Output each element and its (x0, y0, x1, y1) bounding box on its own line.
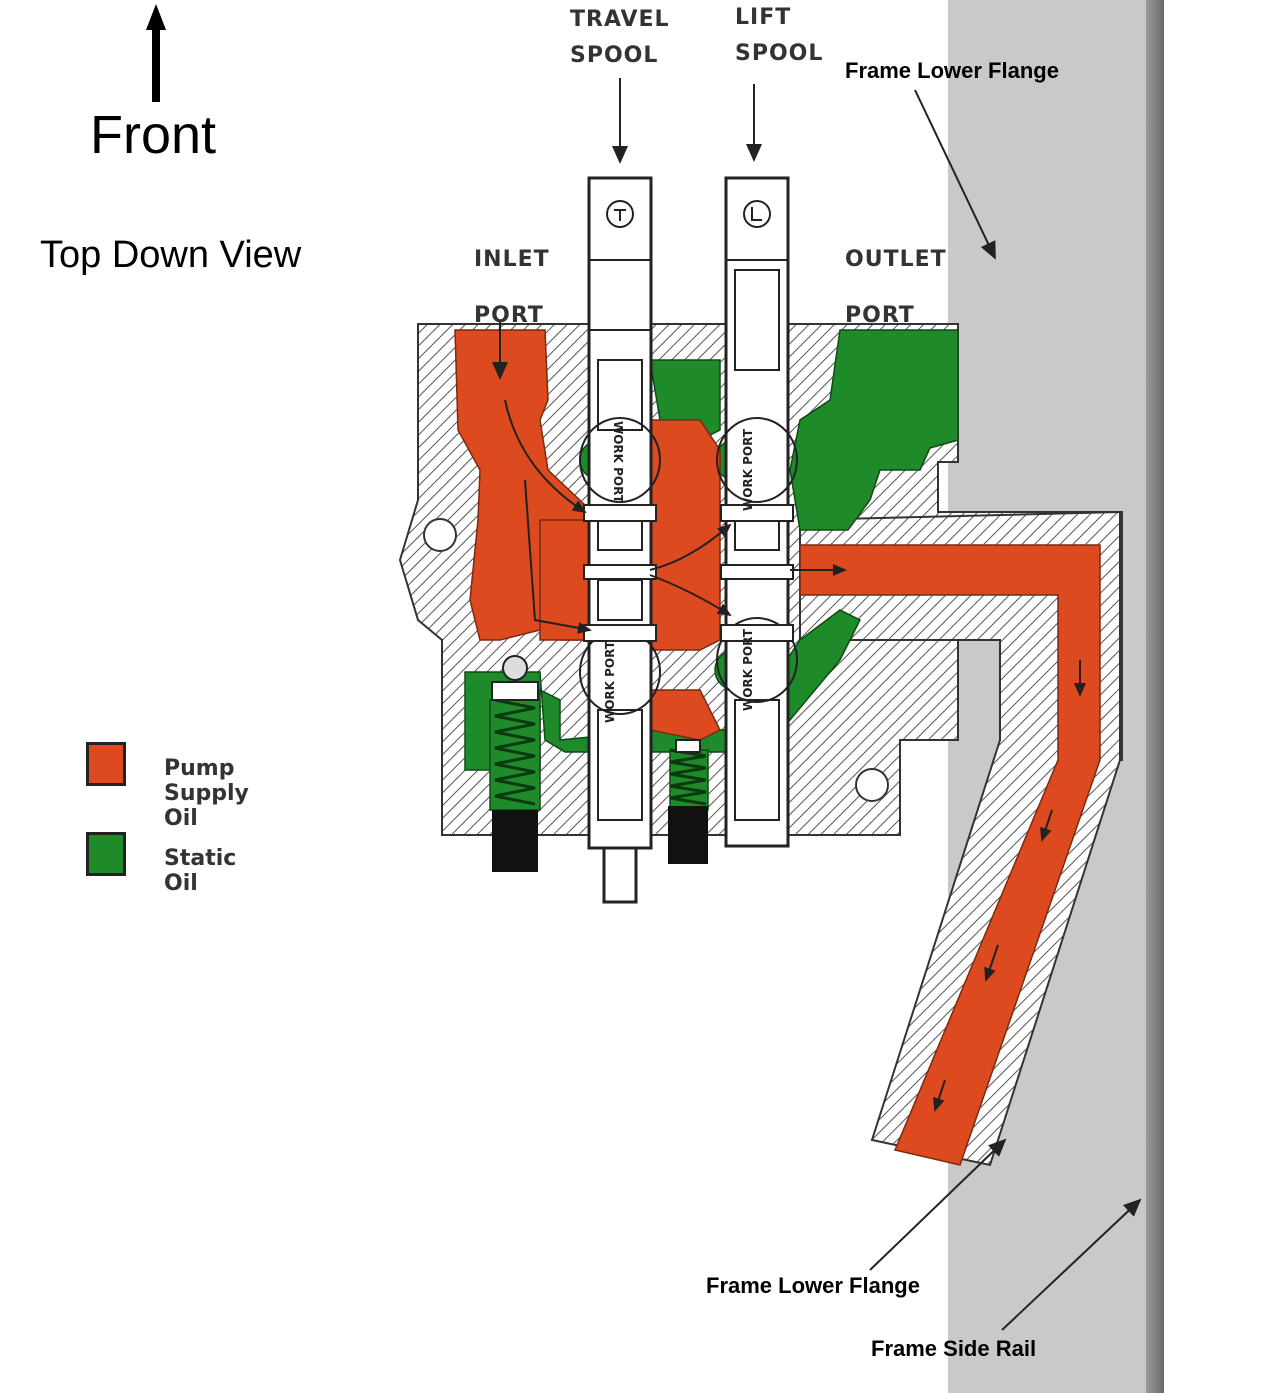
frame-side-rail-label: Frame Side Rail (871, 1336, 1037, 1361)
frame-lower-flange-label-top: Frame Lower Flange (845, 58, 1059, 83)
relief-spring-right (668, 739, 708, 864)
front-label: Front (90, 105, 217, 165)
work-port-label: WORK PORT (741, 428, 755, 511)
outlet-port-label: OUTLET PORT (845, 247, 947, 328)
flow-arrows (492, 320, 1086, 1112)
relief-spring-left (491, 655, 539, 872)
label-pointers (612, 78, 1142, 1331)
travel-spool (579, 176, 661, 904)
static-oil-swatch (86, 832, 126, 876)
work-port-labels: WORK PORT WORK PORT WORK PORT WORK PORT (603, 421, 755, 723)
inlet-port-label: INLET PORT (474, 247, 550, 328)
work-port-label: WORK PORT (611, 421, 625, 504)
lift-spool (716, 176, 798, 848)
lift-spool-label: LIFT SPOOL (735, 5, 824, 66)
travel-spool-label: TRAVEL SPOOL (570, 7, 670, 68)
legend-label: Pump Supply Oil (164, 756, 249, 831)
legend-label: Static Oil (164, 846, 237, 896)
front-arrow-icon (146, 4, 166, 102)
pump-supply-swatch (86, 742, 126, 786)
frame-lower-flange-label-bottom: Frame Lower Flange (706, 1273, 920, 1298)
work-port-label: WORK PORT (603, 640, 617, 723)
work-port-label: WORK PORT (741, 628, 755, 711)
view-title: Top Down View (40, 234, 302, 276)
outlet-pipe (799, 510, 1121, 1167)
